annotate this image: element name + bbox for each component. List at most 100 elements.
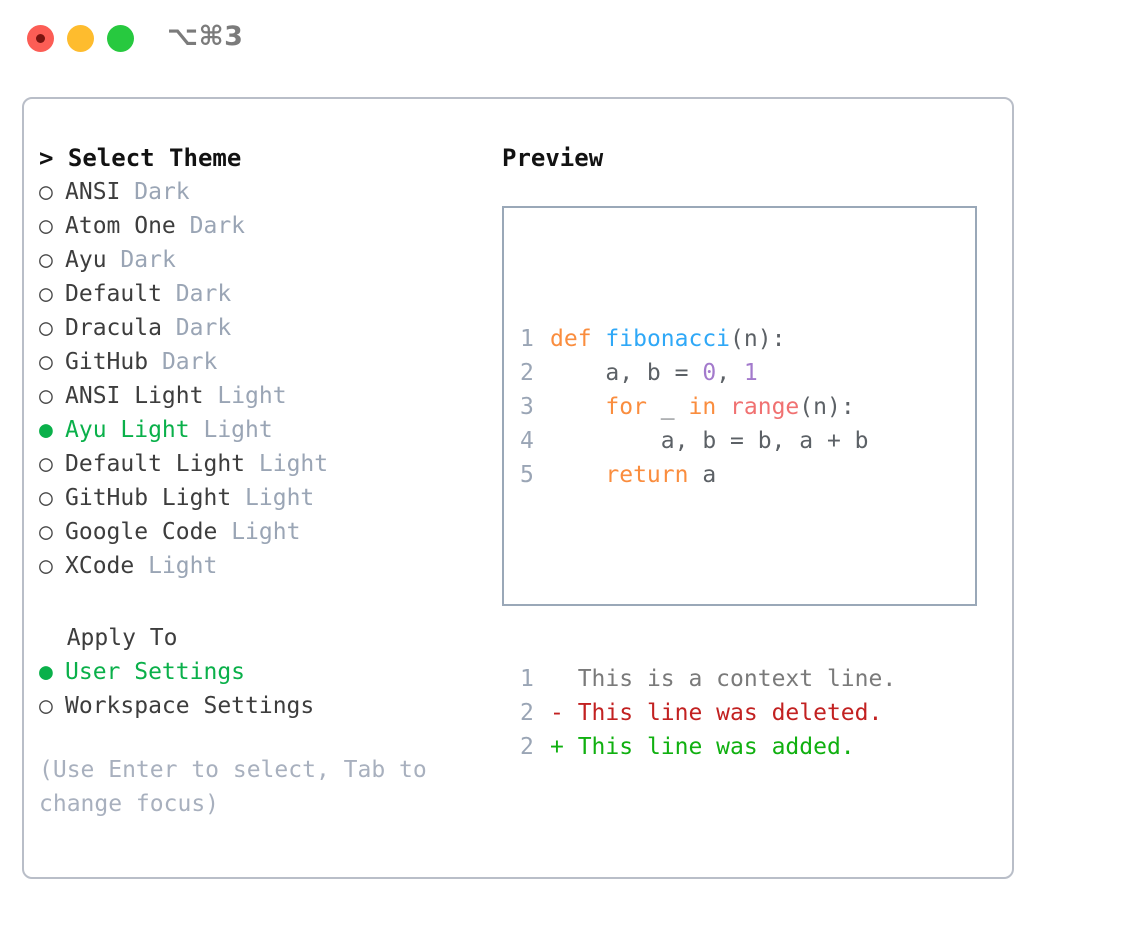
theme-variant-tag: Light [245, 485, 315, 511]
code-token: a [688, 462, 717, 488]
apply-to-list-item-label: User Settings [65, 659, 246, 685]
theme-variant-tag: Dark [175, 281, 232, 307]
code-token: return [605, 462, 689, 488]
theme-list-item[interactable]: ○ANSI Dark [39, 175, 489, 209]
theme-variant-tag: Light [231, 519, 301, 545]
theme-list-item[interactable]: ○Ayu Dark [39, 243, 489, 277]
code-token [592, 326, 606, 352]
theme-list-item-label: GitHub [65, 349, 149, 375]
diff-line: 2 + This line was added. [520, 730, 896, 764]
theme-list-item[interactable]: ○Default Light Light [39, 447, 489, 481]
radio-selected-icon[interactable]: ● [39, 417, 53, 443]
code-token: a, b = b, a + b [550, 428, 869, 454]
radio-unselected-icon[interactable]: ○ [39, 485, 53, 511]
theme-list-item-label: XCode [65, 553, 135, 579]
code-token: def [550, 326, 592, 352]
code-line-number: 5 [520, 462, 534, 488]
theme-list-item[interactable]: ○ ANSI Light Light [39, 379, 489, 413]
code-token [550, 462, 605, 488]
theme-list-item-label: Atom One [65, 213, 176, 239]
diff-line-sign: + [550, 734, 578, 760]
apply-to-heading: Apply To [39, 621, 489, 655]
diff-line-sign: - [550, 700, 578, 726]
radio-selected-icon[interactable]: ● [39, 659, 53, 685]
theme-list-item[interactable]: ○Default Dark [39, 277, 489, 311]
apply-to-heading-prefix [39, 625, 67, 651]
code-token [716, 394, 730, 420]
radio-unselected-icon[interactable]: ○ [39, 519, 53, 545]
select-theme-heading-prefix: > [39, 144, 68, 172]
theme-variant-tag: Dark [175, 315, 232, 341]
diff-line-text: This is a context line. [577, 666, 897, 692]
select-theme-heading: > Select Theme [39, 141, 489, 175]
code-token: for [605, 394, 647, 420]
code-token: _ [646, 394, 689, 420]
select-theme-heading-text: Select Theme [67, 144, 242, 172]
code-token: 1 [743, 360, 758, 386]
theme-list-item[interactable]: ○XCode Light [39, 549, 489, 583]
minimize-dot-icon[interactable] [67, 25, 94, 52]
radio-unselected-icon[interactable]: ○ [39, 553, 53, 579]
maximize-dot-icon[interactable] [107, 25, 134, 52]
radio-unselected-icon[interactable]: ○ [39, 693, 53, 719]
radio-unselected-icon[interactable]: ○ [39, 179, 53, 205]
theme-list-item-label: ANSI [65, 179, 121, 205]
theme-list-item-label: Dracula [65, 315, 162, 341]
diff-line: 2- This line was deleted. [520, 696, 896, 730]
apply-to-list: ● User Settings ○ Workspace Settings [39, 655, 489, 723]
radio-unselected-icon[interactable]: ○ [39, 247, 53, 273]
code-token: a, b = [550, 360, 703, 386]
radio-unselected-icon[interactable]: ○ [39, 281, 53, 307]
diff-line-number: 2 [520, 700, 534, 726]
theme-list-item[interactable]: ○ Atom One Dark [39, 209, 489, 243]
radio-unselected-icon[interactable]: ○ [39, 451, 53, 477]
theme-list-item-label: Google Code [65, 519, 218, 545]
keyboard-hint-text: (Use Enter to select, Tab to change focu… [39, 757, 427, 817]
diff-line-text: This line was added. [577, 734, 855, 760]
title-bar: ⌥⌘3 [0, 0, 1140, 78]
apply-to-list-item[interactable]: ● User Settings [39, 655, 489, 689]
radio-unselected-icon[interactable]: ○ [39, 213, 53, 239]
diff-sample-lines: 1 This is a context line. 2- This line wa… [520, 662, 896, 764]
code-line-number: 3 [520, 394, 534, 420]
diff-line-text: This line was deleted. [577, 700, 883, 726]
code-token: (n): [799, 394, 855, 420]
theme-list-item[interactable]: ○GitHub Dark [39, 345, 489, 379]
theme-list: ○ANSI Dark○Atom One Dark○Ayu Dark○Defaul… [39, 175, 489, 583]
theme-list-item[interactable]: ○ Google Code Light [39, 515, 489, 549]
code-diff-spacer [520, 560, 896, 594]
radio-unselected-icon[interactable]: ○ [39, 383, 53, 409]
close-dot-icon[interactable] [27, 25, 54, 52]
code-line-number: 4 [520, 428, 534, 454]
theme-list-item[interactable]: ●Ayu Light Light [39, 413, 489, 447]
code-line: 4 a, b = b, a + b [520, 424, 896, 458]
section-spacer [39, 583, 489, 621]
diff-line-number: 1 [520, 666, 534, 692]
preview-heading: Preview [502, 144, 604, 172]
theme-list-item[interactable]: ○ Dracula Dark [39, 311, 489, 345]
code-line: 2 a, b = 0, 1 [520, 356, 896, 390]
theme-list-item[interactable]: ○ GitHub Light Light [39, 481, 489, 515]
code-token: (n): [730, 326, 786, 352]
theme-variant-tag: Dark [120, 247, 176, 273]
theme-list-item-label: ANSI Light [65, 383, 204, 409]
code-line: 5 return a [520, 458, 896, 492]
diff-line-number: 2 [520, 734, 534, 760]
code-token [550, 394, 605, 420]
code-token: 0 [702, 360, 717, 386]
theme-variant-tag: Light [217, 383, 287, 409]
theme-list-item-label: Ayu Light [65, 417, 190, 443]
apply-to-list-item[interactable]: ○ Workspace Settings [39, 689, 489, 723]
theme-list-item-label: GitHub Light [65, 485, 232, 511]
radio-unselected-icon[interactable]: ○ [39, 349, 53, 375]
theme-picker-column: > Select Theme ○ANSI Dark○Atom One Dark○… [39, 141, 489, 821]
apply-to-list-item-label: Workspace Settings [65, 693, 315, 719]
theme-variant-tag: Dark [189, 213, 246, 239]
radio-unselected-icon[interactable]: ○ [39, 315, 53, 341]
